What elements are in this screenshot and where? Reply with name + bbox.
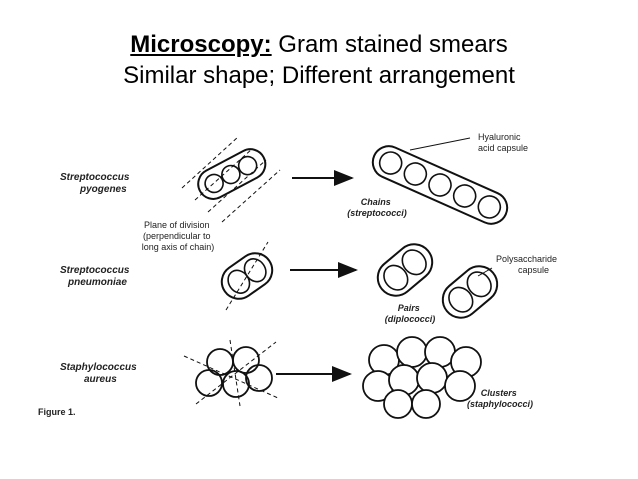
row2-result: Pairs (diplococci) xyxy=(385,303,436,324)
row1-capsule-line2: acid capsule xyxy=(478,143,528,153)
slide-title: Microscopy: Gram stained smears xyxy=(0,30,638,60)
row3-result-line2: (staphylococci) xyxy=(467,399,533,409)
slide-title-bold: Microscopy: xyxy=(130,31,272,58)
row2-result-line1: Pairs xyxy=(398,303,420,313)
row1-organism-line1: Streptococcus xyxy=(60,172,130,183)
row1-chain xyxy=(371,137,509,225)
row1-result: Chains (streptococci) xyxy=(347,197,407,218)
division-note-line1: Plane of division xyxy=(144,220,210,230)
figure-caption: Figure 1. xyxy=(38,407,76,417)
row2-capsule-label: Polysaccharide capsule xyxy=(496,254,560,275)
row1-dividing-cocci xyxy=(181,136,281,223)
row3-organism: Staphylococcus aureus xyxy=(60,362,139,385)
row2-result-line2: (diplococci) xyxy=(385,314,436,324)
row2-dividing-diplococcus xyxy=(220,241,274,311)
row3-organism-line2: aureus xyxy=(84,374,117,385)
row2-capsule-line2: capsule xyxy=(518,265,549,275)
row3-result: Clusters (staphylococci) xyxy=(467,388,533,409)
row1-capsule-label: Hyaluronic acid capsule xyxy=(478,132,528,153)
row3-organism-line1: Staphylococcus xyxy=(60,362,137,373)
row1-result-line2: (streptococci) xyxy=(347,208,407,218)
row1-capsule-line1: Hyaluronic xyxy=(478,132,521,142)
row2-organism-line1: Streptococcus xyxy=(60,265,130,276)
row3-dividing-cocci xyxy=(183,339,279,407)
row2-organism: Streptococcus pneumoniae xyxy=(60,265,132,288)
division-note-line3: long axis of chain) xyxy=(142,242,215,252)
division-plane-note: Plane of division (perpendicular to long… xyxy=(142,220,215,252)
slide-subtitle: Similar shape; Different arrangement xyxy=(123,62,515,89)
row1-organism: Streptococcus pyogenes xyxy=(60,172,132,195)
division-note-line2: (perpendicular to xyxy=(143,231,211,241)
row1-organism-line2: pyogenes xyxy=(79,184,127,195)
row1-result-line1: Chains xyxy=(361,197,391,207)
row3-result-line1: Clusters xyxy=(481,388,517,398)
row2-capsule-line1: Polysaccharide xyxy=(496,254,557,264)
slide-title-rest: Gram stained smears xyxy=(271,31,508,58)
row3-cluster xyxy=(362,336,482,419)
row2-organism-line2: pneumoniae xyxy=(67,277,127,288)
row2-pairs xyxy=(376,243,499,319)
